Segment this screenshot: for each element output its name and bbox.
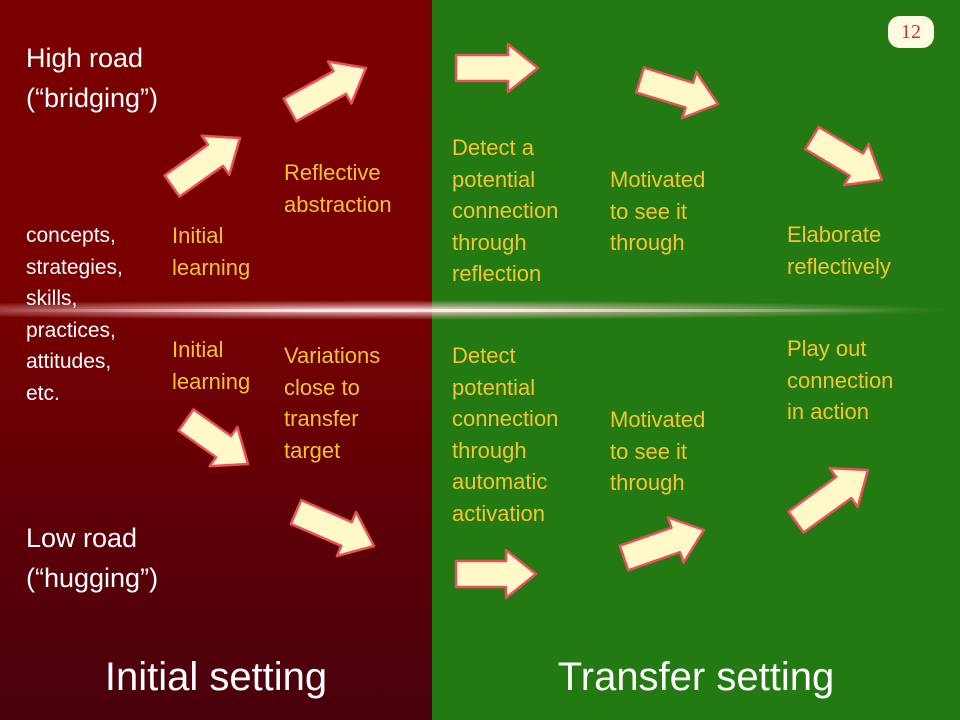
high-arrow-4-icon xyxy=(634,66,720,120)
reflective-abstraction-label: Reflective abstraction xyxy=(284,160,392,217)
low-arrow-1-icon xyxy=(177,408,250,468)
elaborate-reflectively-label: Elaborate reflectively xyxy=(787,222,891,279)
variations-label: Variations close to transfer target xyxy=(284,343,381,463)
high-arrow-2-icon xyxy=(282,60,368,123)
slide-number-badge: 12 xyxy=(888,16,934,48)
high-arrow-5-icon xyxy=(804,125,884,187)
high-initial-learning-label: Initial learning xyxy=(172,223,251,280)
detect-reflection-label: Detect a potential connection through re… xyxy=(452,135,559,286)
low-arrow-2-icon xyxy=(289,498,376,558)
play-out-label: Play out connection in action xyxy=(787,336,894,424)
low-arrow-3-icon xyxy=(454,548,538,600)
low-arrow-4-icon xyxy=(618,516,706,572)
high-arrow-1-icon xyxy=(163,134,242,198)
low-initial-learning-label: Initial learning xyxy=(172,337,251,394)
transfer-setting-panel xyxy=(432,0,960,720)
high-motivated-label: Motivated to see it through xyxy=(610,167,706,255)
initial-setting-label: Initial setting xyxy=(104,655,328,699)
items-list-label: concepts, strategies, skills, practices,… xyxy=(26,224,123,405)
low-road-label: Low road (“hugging”) xyxy=(26,523,159,593)
initial-setting-panel xyxy=(0,0,432,720)
high-road-label: High road (“bridging”) xyxy=(26,43,159,113)
transfer-setting-label: Transfer setting xyxy=(557,655,835,699)
high-arrow-3-icon xyxy=(454,42,540,94)
low-motivated-label: Motivated to see it through xyxy=(610,407,706,495)
divider-line xyxy=(0,309,900,312)
detect-automatic-label: Detect potential connection through auto… xyxy=(452,343,559,526)
low-arrow-5-icon xyxy=(787,466,870,534)
